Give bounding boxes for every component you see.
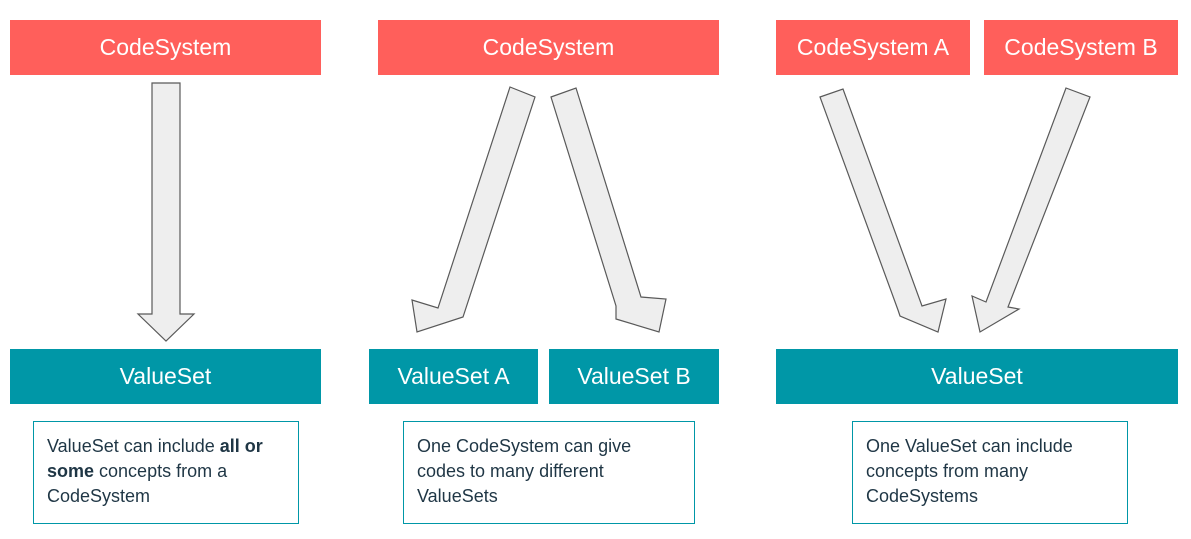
note-text-prefix: ValueSet can include [47, 436, 220, 456]
arrow-codesystem-to-valueset [136, 82, 196, 342]
valueset-box: ValueSet [10, 349, 321, 404]
codesystem-a-box: CodeSystem A [776, 20, 970, 75]
valueset-a-box: ValueSet A [369, 349, 538, 404]
arrow-codesystem-to-valueset-b [550, 87, 667, 333]
valueset-b-box: ValueSet B [549, 349, 719, 404]
note-one-valueset: One ValueSet can include concepts from m… [852, 421, 1128, 524]
arrow-codesystem-to-valueset-a [411, 86, 536, 333]
note-text: One CodeSystem can give codes to many di… [417, 436, 632, 506]
note-text-bold: all or some [47, 436, 263, 481]
codesystem-b-label: CodeSystem B [1004, 34, 1158, 60]
codesystem-b-box: CodeSystem B [984, 20, 1178, 75]
codesystem-a-label: CodeSystem A [796, 34, 950, 60]
valueset-a-label: ValueSet A [397, 363, 510, 389]
note-one-codesystem: One CodeSystem can give codes to many di… [403, 421, 695, 524]
valueset-label: ValueSet [119, 363, 212, 389]
codesystem-box: CodeSystem [10, 20, 321, 75]
codesystem-label: CodeSystem [99, 34, 232, 60]
note-valueset-includes: ValueSet can include all or some concept… [33, 421, 299, 524]
valueset-label: ValueSet [931, 363, 1023, 389]
arrow-codesystem-b-to-valueset [971, 87, 1091, 333]
valueset-box-shared: ValueSet [776, 349, 1178, 404]
codesystem-label: CodeSystem [482, 34, 615, 60]
valueset-b-label: ValueSet B [577, 363, 691, 389]
arrow-codesystem-a-to-valueset [819, 88, 947, 333]
codesystem-box-shared: CodeSystem [378, 20, 719, 75]
note-text-suffix: concepts from a CodeSystem [47, 461, 228, 506]
note-text: One ValueSet can include concepts from m… [866, 436, 1073, 506]
